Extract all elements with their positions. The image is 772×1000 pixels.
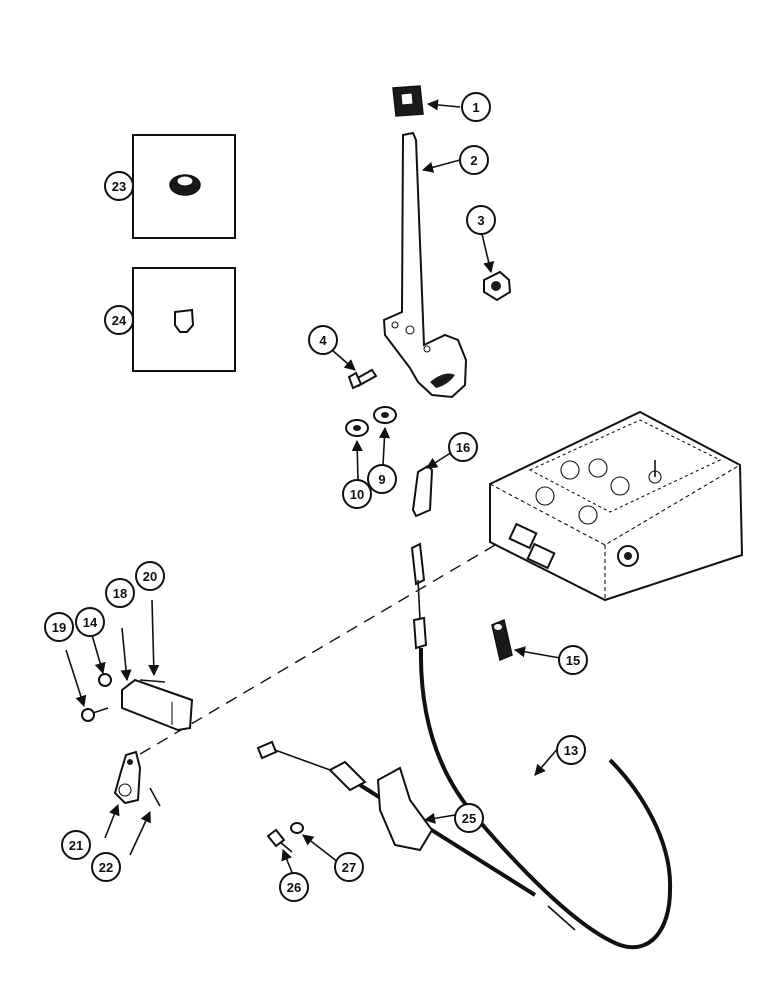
callout-2: 2 xyxy=(459,145,489,175)
inset-box-24 xyxy=(132,267,236,372)
callout-3: 3 xyxy=(466,205,496,235)
part-19-pin xyxy=(65,649,109,722)
callout-1: 1 xyxy=(461,92,491,122)
svg-text:13: 13 xyxy=(564,743,578,758)
callout-23: 23 xyxy=(104,171,134,201)
callout-27: 27 xyxy=(334,852,364,882)
callout-4: 4 xyxy=(308,325,338,355)
callout-20: 20 xyxy=(135,561,165,591)
svg-text:25: 25 xyxy=(462,811,476,826)
svg-text:22: 22 xyxy=(99,860,113,875)
part-20-cotter-pin xyxy=(139,599,166,683)
svg-text:4: 4 xyxy=(319,333,327,348)
inset-box-23 xyxy=(132,134,236,239)
svg-text:18: 18 xyxy=(113,586,127,601)
alignment-dashed-line xyxy=(129,544,496,761)
svg-text:23: 23 xyxy=(112,179,126,194)
svg-text:27: 27 xyxy=(342,860,356,875)
control-valve-assembly xyxy=(489,410,744,602)
part-18-cable-bracket xyxy=(120,627,194,732)
part-16-retainer-clip xyxy=(411,451,453,518)
callout-14: 14 xyxy=(75,607,105,637)
svg-text:26: 26 xyxy=(287,880,301,895)
callout-22: 22 xyxy=(91,852,121,882)
svg-text:16: 16 xyxy=(456,440,470,455)
svg-text:19: 19 xyxy=(52,620,66,635)
svg-text:14: 14 xyxy=(83,615,98,630)
callout-15: 15 xyxy=(558,645,588,675)
callout-18: 18 xyxy=(105,578,135,608)
part-26-screw xyxy=(266,828,294,876)
svg-text:15: 15 xyxy=(566,653,580,668)
svg-text:3: 3 xyxy=(477,213,484,228)
svg-text:1: 1 xyxy=(472,100,479,115)
part-2-control-lever xyxy=(382,131,468,399)
callout-24: 24 xyxy=(104,305,134,335)
part-4-bolt xyxy=(331,349,378,390)
part-13-control-cable xyxy=(410,542,673,950)
part-22-pin xyxy=(129,787,161,856)
svg-text:24: 24 xyxy=(112,313,127,328)
part-25-cable-bracket xyxy=(376,766,456,852)
svg-text:2: 2 xyxy=(470,153,477,168)
part-1-lever-knob xyxy=(392,85,461,117)
callout-25: 25 xyxy=(454,803,484,833)
callout-16: 16 xyxy=(448,432,478,462)
callout-19: 19 xyxy=(44,612,74,642)
svg-text:21: 21 xyxy=(69,838,83,853)
part-9-lock-washer xyxy=(373,406,397,466)
callout-26: 26 xyxy=(279,872,309,902)
svg-text:20: 20 xyxy=(143,569,157,584)
part-14-nut xyxy=(91,634,112,687)
part-21-clevis xyxy=(104,750,142,839)
svg-text:9: 9 xyxy=(378,472,385,487)
part-10-flat-washer xyxy=(345,419,369,481)
part-15-cable-clamp xyxy=(491,618,561,662)
part-3-flange-bushing xyxy=(481,233,512,302)
callout-10: 10 xyxy=(342,479,372,509)
svg-text:10: 10 xyxy=(350,487,364,502)
part-27-washer xyxy=(290,822,339,863)
callout-13: 13 xyxy=(556,735,586,765)
callout-9: 9 xyxy=(367,464,397,494)
callout-21: 21 xyxy=(61,830,91,860)
